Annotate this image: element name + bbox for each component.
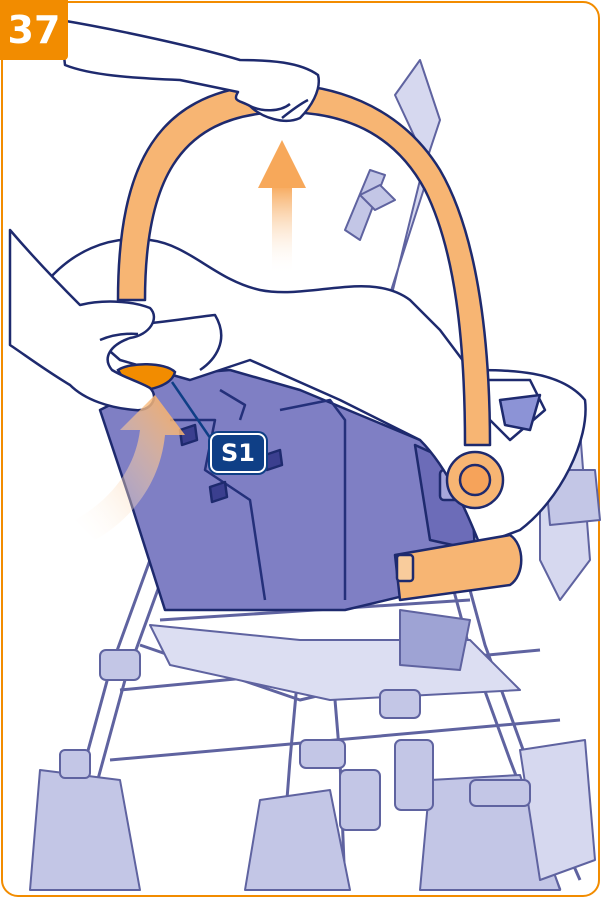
step-number-badge: 37 <box>0 0 68 60</box>
callout-label-s1: S1 <box>210 433 266 473</box>
